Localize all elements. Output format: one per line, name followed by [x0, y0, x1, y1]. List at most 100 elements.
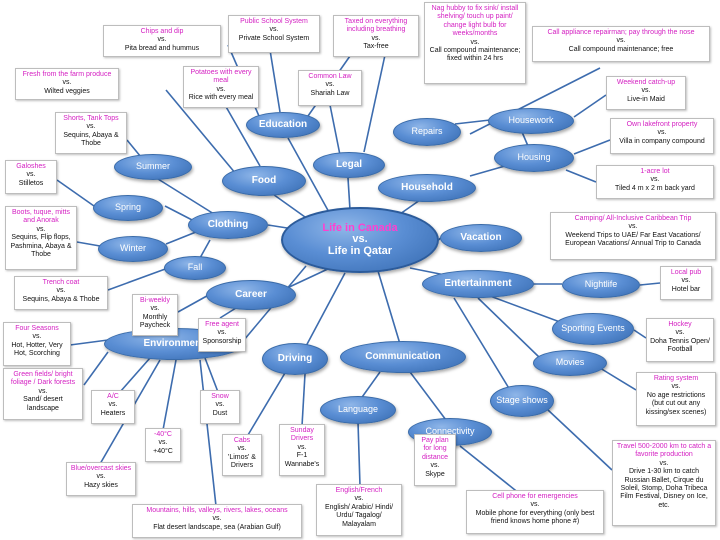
connector-line	[599, 367, 637, 391]
node-movies[interactable]: Movies	[533, 350, 607, 376]
node-spring[interactable]: Spring	[93, 195, 163, 221]
connector-line	[69, 339, 109, 346]
connector-line	[489, 295, 561, 323]
center-vs: vs.	[352, 233, 368, 246]
node-education[interactable]: Education	[246, 112, 320, 138]
connector-line	[204, 357, 219, 393]
connector-line	[162, 359, 177, 431]
connector-line	[269, 49, 281, 113]
connector-line	[165, 89, 237, 175]
node-sporting-events[interactable]: Sporting Events	[552, 313, 634, 345]
node-repairs[interactable]: Repairs	[393, 118, 461, 146]
node-clothing[interactable]: Clothing	[188, 211, 268, 239]
connector-line	[301, 373, 306, 427]
connector-line	[573, 94, 607, 118]
connector-line	[347, 177, 351, 211]
connector-line	[224, 104, 261, 167]
node-household[interactable]: Household	[378, 174, 476, 202]
node-nightlife[interactable]: Nightlife	[562, 272, 640, 298]
connector-line	[409, 371, 447, 421]
connector-line	[56, 179, 95, 207]
center-node[interactable]: Life in Canada vs. Life in Qatar	[281, 207, 439, 273]
connector-line	[639, 282, 661, 286]
connector-line	[453, 297, 511, 391]
box-green-fields: Green fields/ bright foliage / Dark fore…	[3, 368, 83, 420]
node-housing[interactable]: Housing	[494, 144, 574, 172]
connector-line	[477, 297, 541, 359]
node-summer[interactable]: Summer	[114, 154, 192, 180]
connector-line	[565, 169, 597, 183]
box-travel: Travel 500-2000 km to catch a favorite p…	[612, 440, 716, 526]
connector-line	[377, 270, 401, 345]
connector-line	[633, 329, 647, 339]
connector-line	[329, 104, 341, 156]
box-mountains: Mountains, hills, valleys, rivers, lakes…	[132, 504, 302, 538]
connector-line	[199, 359, 217, 507]
connector-line	[199, 239, 211, 259]
node-fall[interactable]: Fall	[164, 256, 226, 280]
connector-line	[76, 241, 101, 247]
connector-line	[83, 351, 109, 386]
node-winter[interactable]: Winter	[98, 236, 168, 262]
node-vacation[interactable]: Vacation	[440, 224, 522, 252]
node-communication[interactable]: Communication	[340, 341, 466, 373]
connector-line	[149, 173, 215, 215]
connector-line	[165, 231, 197, 245]
node-driving[interactable]: Driving	[262, 343, 328, 375]
connector-line	[459, 445, 521, 495]
connector-line	[363, 54, 386, 153]
node-food[interactable]: Food	[222, 166, 306, 196]
center-title: Life in Canada	[322, 221, 398, 234]
connector-line	[573, 139, 611, 155]
connector-line	[304, 272, 346, 349]
node-stage-shows[interactable]: Stage shows	[490, 385, 554, 417]
connector-line	[454, 119, 491, 125]
connector-line	[547, 409, 613, 471]
connector-line	[107, 267, 169, 291]
node-career[interactable]: Career	[206, 280, 296, 310]
connector-line	[219, 307, 237, 319]
connector-line	[119, 357, 151, 393]
connector-line	[287, 137, 331, 215]
connector-line	[469, 165, 506, 177]
box-appliance: Call appliance repairman; pay through th…	[532, 26, 710, 62]
box-nag-hubby: Nag hubby to fix sink/ install shelving/…	[424, 2, 526, 84]
node-legal[interactable]: Legal	[313, 152, 385, 178]
connector-line	[244, 372, 286, 441]
node-housework[interactable]: Housework	[488, 108, 574, 134]
node-language[interactable]: Language	[320, 396, 396, 424]
node-entertainment[interactable]: Entertainment	[422, 270, 534, 298]
connector-line	[357, 421, 361, 487]
center-subtitle: Life in Qatar	[327, 244, 393, 257]
